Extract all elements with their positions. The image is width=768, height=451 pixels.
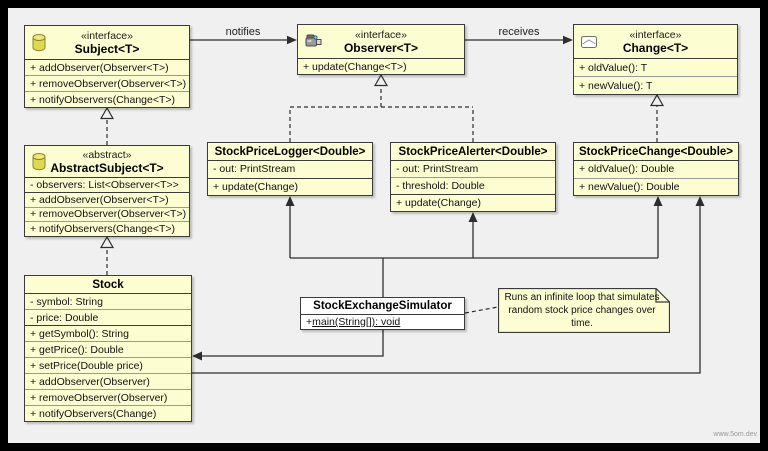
method-row: + addObserver(Observer<T>) [25, 191, 189, 207]
class-name: StockExchangeSimulator [301, 298, 464, 315]
static-method: main(String[]): void [312, 316, 401, 328]
method-row: + getSymbol(): String [25, 325, 191, 341]
method-row: + addObserver(Observer<T>) [30, 61, 169, 74]
watermark: www.5om.dev [713, 431, 757, 438]
class-observer: «interface» Observer<T> + update(Change<… [297, 24, 465, 75]
method-row: + setPrice(Double price) [25, 357, 191, 373]
class-name: AbstractSubject<T> [50, 160, 164, 175]
class-stockpricechange: StockPriceChange<Double> + oldValue(): D… [573, 142, 739, 196]
stereotype: «interface» [355, 28, 407, 41]
note: Runs an infinite loop that simulates ran… [497, 287, 671, 334]
attribute-row: - price: Double [25, 309, 191, 325]
attribute-row: - symbol: String [30, 295, 103, 308]
class-change-header: «interface» Change<T> [574, 25, 737, 59]
class-name: Change<T> [622, 40, 689, 55]
class-subject: «interface» Subject<T> + addObserver(Obs… [24, 25, 190, 108]
method-row: + notifyObservers(Change<T>) [25, 221, 189, 236]
class-name: StockPriceLogger<Double> [208, 143, 372, 161]
class-stock: Stock - symbol: String - price: Double +… [24, 275, 192, 422]
method-row: + getPrice(): Double [25, 341, 191, 357]
stereotype: «abstract» [82, 148, 132, 161]
method-row: + removeObserver(Observer<T>) [25, 75, 189, 91]
class-stockpricealerter: StockPriceAlerter<Double> - out: PrintSt… [390, 142, 556, 212]
class-abstractsubject: «abstract» AbstractSubject<T> - observer… [24, 145, 190, 237]
method-row: + oldValue(): Double [579, 163, 675, 176]
attribute-row: - out: PrintStream [396, 163, 479, 175]
class-name: Stock [25, 276, 191, 294]
stereotype: «interface» [81, 29, 133, 42]
method-row: + oldValue(): T [579, 61, 648, 74]
class-stockpricelogger: StockPriceLogger<Double> - out: PrintStr… [207, 142, 373, 196]
method-row: + update(Change) [391, 194, 555, 211]
attribute-row: - observers: List<Observer<T>> [30, 178, 179, 191]
class-name: StockPriceAlerter<Double> [391, 143, 555, 161]
method-row: + removeObserver(Observer<T>) [25, 206, 189, 222]
attribute-row: - threshold: Double [391, 177, 555, 194]
envelope-icon [581, 35, 597, 53]
method-row: + notifyObservers(Change<T>) [25, 91, 189, 107]
cylinder-icon [32, 152, 46, 176]
class-stockexchangesimulator: StockExchangeSimulator + main(String[]):… [300, 297, 465, 330]
method-row: + newValue(): Double [574, 177, 738, 196]
stereotype: «interface» [629, 28, 682, 41]
method-row: + removeObserver(Observer) [25, 389, 191, 405]
class-subject-header: «interface» Subject<T> [25, 26, 189, 60]
camera-icon [305, 34, 322, 53]
method-row: + update(Change) [208, 177, 372, 196]
class-name: StockPriceChange<Double> [574, 143, 738, 161]
class-name: Subject<T> [74, 41, 140, 56]
cylinder-icon [32, 33, 46, 57]
method-row: + addObserver(Observer) [25, 373, 191, 389]
edge-label-notifies: notifies [225, 26, 261, 38]
note-shape [497, 287, 671, 334]
attribute-row: - out: PrintStream [213, 163, 296, 176]
class-name: Observer<T> [343, 40, 419, 55]
class-abstractsubject-header: «abstract» AbstractSubject<T> [25, 146, 189, 178]
edge-label-receives: receives [498, 26, 540, 38]
method-row: + main(String[]): void [301, 315, 464, 329]
method-row: + notifyObservers(Change) [25, 405, 191, 421]
method-row: + newValue(): T [574, 76, 737, 94]
class-observer-header: «interface» Observer<T> [298, 25, 464, 59]
method-row: + update(Change<T>) [303, 60, 407, 73]
note-text: Runs an infinite loop that simulates ran… [504, 292, 660, 329]
visibility-prefix: + [306, 316, 313, 328]
class-change: «interface» Change<T> + oldValue(): T + … [573, 24, 738, 95]
